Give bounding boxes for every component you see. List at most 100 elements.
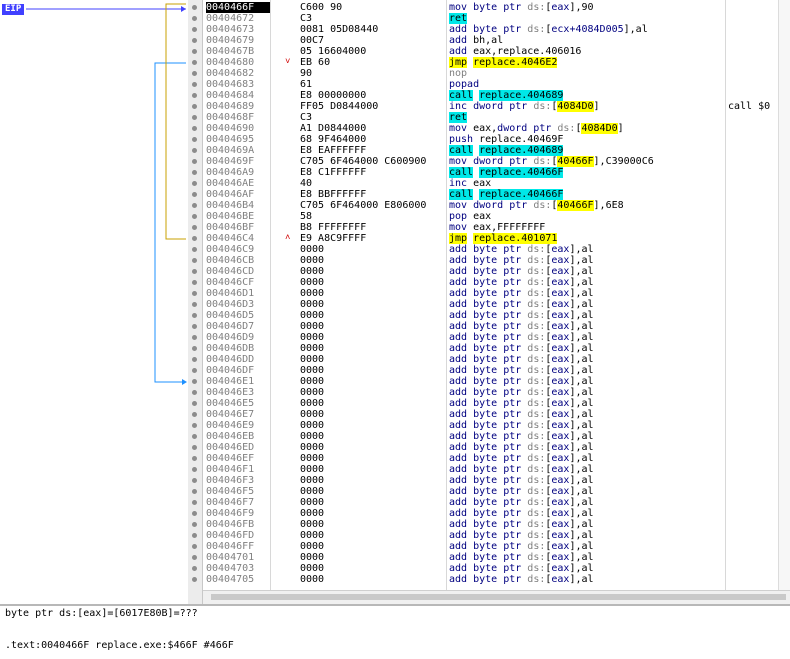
breakpoint-dot[interactable] — [192, 82, 197, 87]
breakpoint-dot[interactable] — [192, 577, 197, 582]
breakpoint-dot[interactable] — [192, 225, 197, 230]
breakpoint-dot[interactable] — [192, 137, 197, 142]
breakpoint-dot[interactable] — [192, 148, 197, 153]
breakpoint-dot[interactable] — [192, 269, 197, 274]
breakpoint-dot[interactable] — [192, 379, 197, 384]
breakpoint-dot[interactable] — [192, 489, 197, 494]
breakpoint-dot[interactable] — [192, 467, 197, 472]
breakpoint-dot[interactable] — [192, 522, 197, 527]
breakpoint-dot[interactable] — [192, 500, 197, 505]
breakpoint-dot[interactable] — [192, 126, 197, 131]
breakpoint-dot[interactable] — [192, 511, 197, 516]
breakpoint-dot[interactable] — [192, 247, 197, 252]
breakpoint-dot[interactable] — [192, 181, 197, 186]
breakpoint-dot[interactable] — [192, 291, 197, 296]
breakpoint-dot[interactable] — [192, 236, 197, 241]
breakpoint-dot[interactable] — [192, 346, 197, 351]
breakpoint-dot[interactable] — [192, 412, 197, 417]
breakpoint-dot[interactable] — [192, 258, 197, 263]
breakpoint-dot[interactable] — [192, 434, 197, 439]
breakpoint-dot[interactable] — [192, 324, 197, 329]
breakpoint-dot[interactable] — [192, 555, 197, 560]
breakpoint-dot[interactable] — [192, 423, 197, 428]
breakpoint-dot[interactable] — [192, 357, 197, 362]
breakpoint-dot[interactable] — [192, 335, 197, 340]
scroll-thumb[interactable] — [211, 594, 786, 600]
breakpoint-dot[interactable] — [192, 5, 197, 10]
breakpoint-dot[interactable] — [192, 302, 197, 307]
breakpoint-dot[interactable] — [192, 38, 197, 43]
breakpoint-dot[interactable] — [192, 544, 197, 549]
breakpoint-dot[interactable] — [192, 368, 197, 373]
breakpoint-dot[interactable] — [192, 203, 197, 208]
breakpoint-dot[interactable] — [192, 192, 197, 197]
breakpoint-dot[interactable] — [192, 27, 197, 32]
breakpoint-dot[interactable] — [192, 93, 197, 98]
horizontal-scrollbar[interactable] — [203, 590, 790, 604]
breakpoint-dot[interactable] — [192, 104, 197, 109]
vertical-scrollbar[interactable] — [778, 0, 790, 590]
breakpoint-dot[interactable] — [192, 533, 197, 538]
breakpoint-dot[interactable] — [192, 280, 197, 285]
breakpoint-dot[interactable] — [192, 170, 197, 175]
breakpoint-dot[interactable] — [192, 401, 197, 406]
breakpoint-dot[interactable] — [192, 478, 197, 483]
breakpoint-dot[interactable] — [192, 313, 197, 318]
breakpoint-dot[interactable] — [192, 49, 197, 54]
breakpoint-dot[interactable] — [192, 445, 197, 450]
breakpoint-dot[interactable] — [192, 60, 197, 65]
breakpoint-dot[interactable] — [192, 566, 197, 571]
breakpoint-dot[interactable] — [192, 115, 197, 120]
breakpoint-dot[interactable] — [192, 214, 197, 219]
breakpoint-dot[interactable] — [192, 71, 197, 76]
breakpoint-column[interactable] — [188, 0, 203, 605]
breakpoint-dot[interactable] — [192, 159, 197, 164]
breakpoint-dot[interactable] — [192, 456, 197, 461]
